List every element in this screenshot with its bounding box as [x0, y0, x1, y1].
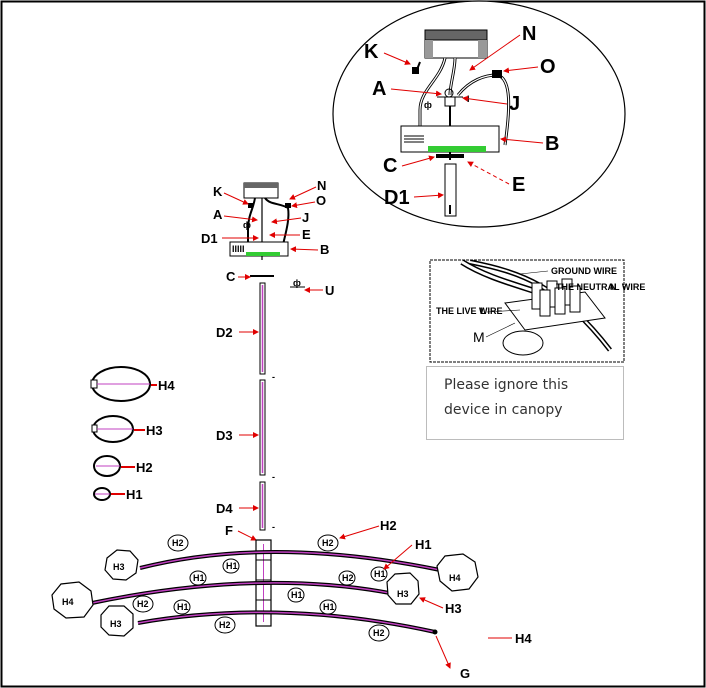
- label-D1-detail: D1: [384, 187, 410, 209]
- svg-text:ф: ф: [243, 220, 251, 230]
- svg-text:H2: H2: [373, 628, 385, 638]
- wire-live-tag: L: [480, 306, 486, 316]
- note-line-1: Please ignore this: [444, 377, 569, 393]
- cups: [132, 534, 390, 642]
- canopy-detail-circle: ф I: [332, 0, 626, 228]
- wire-neutral-label: THE NEUTRAL WIRE: [556, 282, 645, 292]
- label-F: F: [225, 523, 233, 538]
- label-D2: D2: [216, 325, 233, 340]
- wiring-inset: GROUND WIRE THE NEUTRAL WIRE N THE LIVE …: [429, 259, 645, 363]
- label-H2-arm: H2: [380, 518, 397, 533]
- canopy-detail-labels: K A N O J B C E D1: [364, 23, 559, 209]
- svg-text:ф: ф: [293, 278, 301, 288]
- label-N-detail: N: [522, 23, 536, 45]
- svg-text:IIIII: IIIII: [232, 244, 245, 254]
- label-U: U: [325, 283, 334, 298]
- wire-ground-label: GROUND WIRE: [551, 266, 617, 276]
- svg-text:H1: H1: [291, 590, 303, 600]
- canopy-main: ф IIIII: [229, 182, 291, 277]
- svg-text:-: -: [272, 372, 275, 382]
- part-U: ф U: [290, 278, 334, 298]
- label-H3-ring: H3: [146, 423, 163, 438]
- label-H1-arm: H1: [415, 537, 432, 552]
- arms: [91, 550, 441, 634]
- label-D1: D1: [201, 231, 218, 246]
- label-D3: D3: [216, 428, 233, 443]
- downrods: - - -: [259, 282, 275, 532]
- wire-live-label: THE LIVE WIRE: [436, 306, 503, 316]
- svg-text:H2: H2: [219, 620, 231, 630]
- svg-text:H4: H4: [449, 573, 461, 583]
- note-line-2: device in canopy: [444, 402, 563, 418]
- downrod-labels: D2 D3 D4 F: [216, 325, 259, 541]
- label-E-detail: E: [512, 174, 525, 196]
- ignore-device-note: Please ignore this device in canopy: [426, 366, 624, 440]
- canopy-main-labels: K N O A J D1 E B C: [201, 178, 329, 284]
- svg-text:H3: H3: [397, 589, 409, 599]
- label-M: M: [473, 329, 485, 345]
- label-B-detail: B: [545, 133, 559, 155]
- svg-text:H1: H1: [177, 602, 189, 612]
- label-B: B: [320, 242, 329, 257]
- label-H3-arm: H3: [445, 601, 462, 616]
- svg-text:H4: H4: [62, 597, 74, 607]
- label-D4: D4: [216, 501, 233, 516]
- svg-text:H1: H1: [323, 602, 335, 612]
- label-O-detail: O: [540, 56, 556, 78]
- label-G: G: [460, 666, 470, 681]
- arm-callouts: H2 H1 H3 G H4: [339, 518, 532, 681]
- label-K-detail: K: [364, 41, 379, 63]
- svg-text:H1: H1: [193, 573, 205, 583]
- label-A: A: [213, 207, 223, 222]
- label-K: K: [213, 184, 223, 199]
- svg-text:H3: H3: [110, 619, 122, 629]
- svg-text:-: -: [272, 522, 275, 532]
- cup-labels: H2 H1 H2 H2 H1 H1 H2 H1 H1 H1 H2 H2: [137, 538, 386, 638]
- label-A-detail: A: [372, 78, 386, 100]
- label-H2-ring: H2: [136, 460, 153, 475]
- shades: [51, 549, 479, 637]
- label-J-detail: J: [509, 93, 520, 115]
- label-H4-loose: H4: [515, 631, 532, 646]
- label-H4-ring: H4: [158, 378, 175, 393]
- svg-text:H3: H3: [113, 562, 125, 572]
- svg-text:H2: H2: [322, 538, 334, 548]
- wire-neutral-tag: N: [610, 282, 617, 292]
- label-C-detail: C: [383, 155, 397, 177]
- svg-text:H1: H1: [374, 569, 386, 579]
- label-J: J: [302, 210, 309, 225]
- svg-text:H2: H2: [137, 599, 149, 609]
- svg-text:H2: H2: [342, 573, 354, 583]
- label-O: O: [316, 193, 326, 208]
- label-H1-ring: H1: [126, 487, 143, 502]
- shade-labels-big: H3 H4 H4 H3 H3: [62, 562, 461, 629]
- svg-text:H1: H1: [226, 561, 238, 571]
- svg-text:ф: ф: [424, 100, 432, 110]
- label-N: N: [317, 178, 326, 193]
- svg-text:H2: H2: [172, 538, 184, 548]
- svg-text:-: -: [272, 472, 275, 482]
- label-C: C: [226, 269, 236, 284]
- ring-sizes: H4 H3 H2 H1: [90, 366, 175, 502]
- label-E: E: [302, 227, 311, 242]
